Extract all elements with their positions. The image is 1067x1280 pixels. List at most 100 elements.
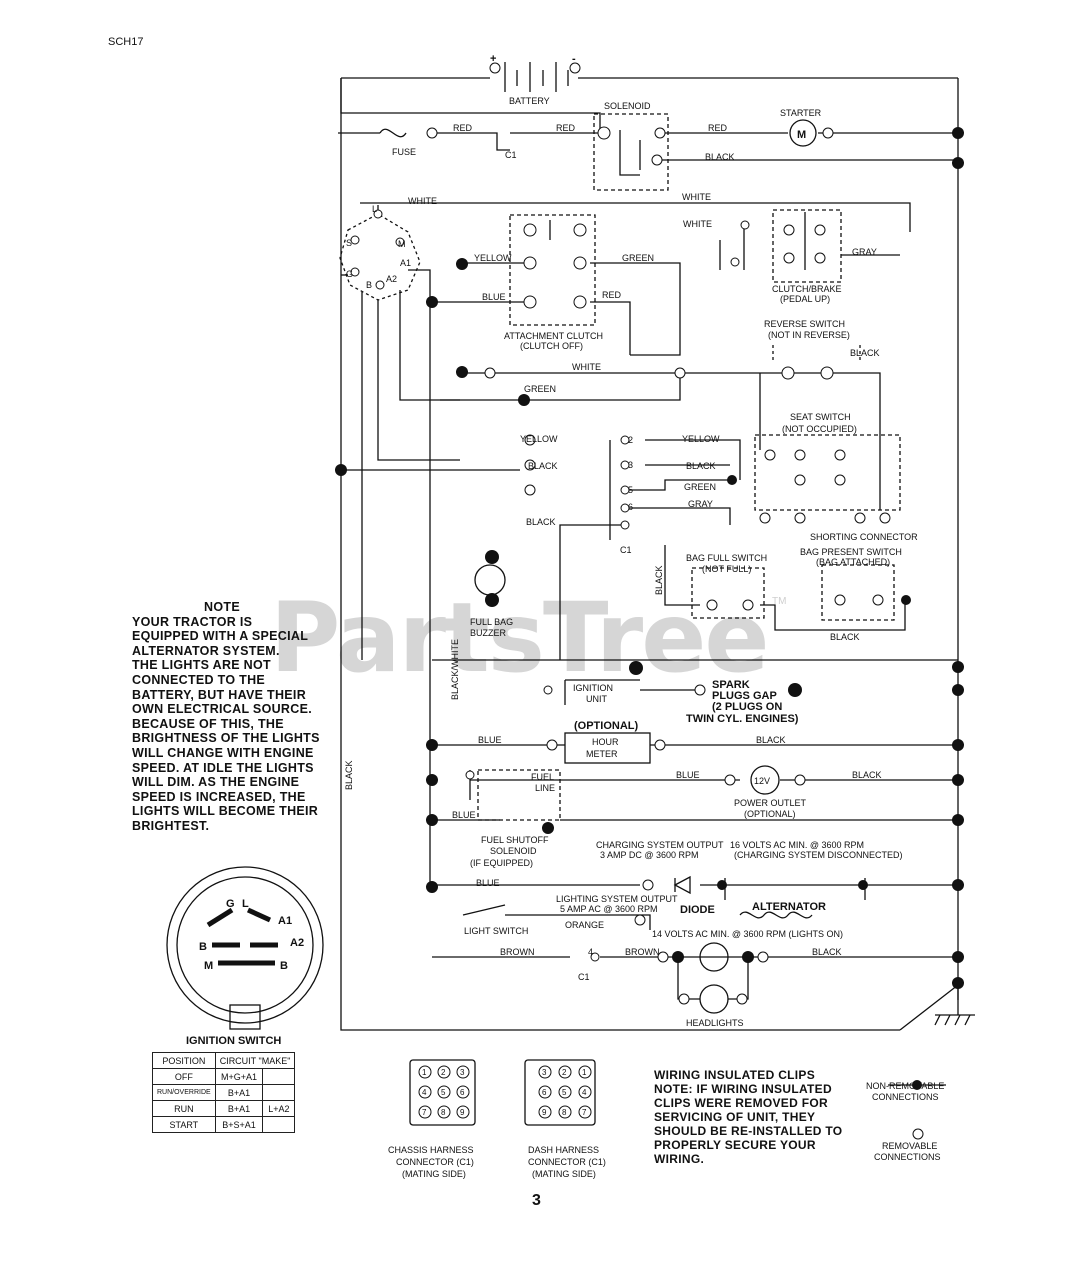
chassis-pin-2: 2 <box>441 1068 446 1077</box>
note-line: WILL CHANGE WITH ENGINE <box>132 745 314 760</box>
headlight-1 <box>699 942 729 972</box>
table-row: OFF M+G+A1 <box>152 1068 296 1085</box>
table-cell <box>262 1116 296 1133</box>
c1-pin-4: 4 <box>588 947 593 957</box>
lighting-output-label: LIGHTING SYSTEM OUTPUT <box>556 894 678 904</box>
table-header: POSITION <box>152 1052 216 1069</box>
wire-black-4: BLACK <box>686 461 716 471</box>
ignition-unit-sub-label: UNIT <box>586 694 607 704</box>
table-cell <box>262 1084 296 1101</box>
sixteen-volt-label-2: (CHARGING SYSTEM DISCONNECTED) <box>734 850 903 860</box>
charging-output-label-2: 3 AMP DC @ 3600 RPM <box>600 850 699 860</box>
fuse-label: FUSE <box>392 147 416 157</box>
table-cell: RUN/OVERRIDE <box>152 1084 216 1101</box>
removable-connections <box>350 62 924 1140</box>
note-line: THE LIGHTS ARE NOT <box>132 658 271 673</box>
starter-motor <box>789 119 817 147</box>
light-switch-symbol <box>462 904 506 916</box>
note-line: ALTERNATOR SYSTEM. <box>132 643 280 658</box>
fuel-shutoff-label: FUEL SHUTOFF <box>481 835 549 845</box>
shorting-connector-label: SHORTING CONNECTOR <box>810 532 918 542</box>
chassis-pin-9: 9 <box>460 1108 465 1117</box>
ign-face-b2: B <box>280 960 288 972</box>
bag-full-switch-sub-label: (NOT FULL) <box>702 564 751 574</box>
c1-label-top: C1 <box>505 150 517 160</box>
starter-label: STARTER <box>780 108 822 118</box>
wiring-note-line: PROPERLY SECURE YOUR <box>654 1138 816 1152</box>
seat-switch-box <box>754 434 901 511</box>
headlights-label: HEADLIGHTS <box>686 1018 744 1028</box>
chassis-pin-7: 7 <box>422 1108 427 1117</box>
table-row: RUN/OVERRIDE B+A1 <box>152 1084 296 1101</box>
note-line: OWN ELECTRICAL SOURCE. <box>132 702 312 717</box>
reverse-switch-sub-label: (NOT IN REVERSE) <box>768 330 850 340</box>
dash-pin-2: 2 <box>562 1068 567 1077</box>
optional-label: (OPTIONAL) <box>574 720 638 732</box>
spark-plugs-label-1: SPARK <box>712 679 750 691</box>
wire-blue-4: BLUE <box>452 810 476 820</box>
chassis-pin-1: 1 <box>422 1068 427 1077</box>
ignition-switch-title: IGNITION SWITCH <box>186 1035 281 1047</box>
fuse-symbol <box>379 128 407 138</box>
full-bag-buzzer-symbol <box>474 564 506 596</box>
ignition-unit-bracket <box>564 679 640 705</box>
attachment-clutch-box <box>509 214 596 326</box>
wire-black-5: BLACK <box>526 517 556 527</box>
c1-label-mid: C1 <box>620 545 632 555</box>
frame-left-wire <box>340 78 900 1031</box>
hour-meter-label: HOUR <box>592 737 619 747</box>
ign-terminal-g: G <box>346 269 353 279</box>
alternator-label: ALTERNATOR <box>752 901 826 913</box>
bag-present-switch-label: BAG PRESENT SWITCH <box>800 547 902 557</box>
wiring-note-line: WIRING. <box>654 1152 705 1166</box>
table-cell: B+A1 <box>214 1100 264 1117</box>
ign-terminal-a1: A1 <box>400 258 411 268</box>
clutch-brake-box <box>772 209 842 283</box>
bag-full-switch-label: BAG FULL SWITCH <box>686 553 767 563</box>
removable-label: REMOVABLE <box>882 1141 937 1151</box>
power-outlet-symbol-label: 12V <box>754 776 770 786</box>
c1-label-bottom: C1 <box>578 972 590 982</box>
ign-terminal-l: L <box>372 204 377 214</box>
wire-red-3: RED <box>708 123 728 133</box>
non-removable-label: NON-REMOVABLE <box>866 1081 944 1091</box>
wire-white-4: WHITE <box>572 362 601 372</box>
lighting-output-label-2: 5 AMP AC @ 3600 RPM <box>560 904 658 914</box>
full-bag-buzzer-label: FULL BAG <box>470 617 513 627</box>
dash-harness-label-2: CONNECTOR (C1) <box>528 1157 606 1167</box>
chassis-connector <box>409 1059 476 1126</box>
removable-label-2: CONNECTIONS <box>874 1152 941 1162</box>
seat-switch-label: SEAT SWITCH <box>790 412 851 422</box>
power-outlet-symbol <box>750 765 780 795</box>
diode-symbol <box>673 875 691 895</box>
wire-yellow-3: YELLOW <box>682 434 720 444</box>
wire-red-4: RED <box>602 290 622 300</box>
dash-connector <box>524 1059 596 1126</box>
wiring-note-line: NOTE: IF WIRING INSULATED <box>654 1082 832 1096</box>
wiring-clips-note: WIRING INSULATED CLIPS NOTE: IF WIRING I… <box>654 1068 842 1166</box>
wire-gray-2: GRAY <box>688 499 713 509</box>
page-number: 3 <box>532 1192 541 1209</box>
table-cell <box>262 1068 296 1085</box>
note-line: LIGHTS WILL BECOME THEIR <box>132 804 319 819</box>
ign-terminal-a2: A2 <box>386 274 397 284</box>
wire-white-2: WHITE <box>682 192 711 202</box>
non-removable-connections <box>335 127 964 1090</box>
chassis-pin-5: 5 <box>441 1088 446 1097</box>
chassis-pin-8: 8 <box>441 1108 446 1117</box>
fuel-line-sub-label: LINE <box>535 783 555 793</box>
note-line: EQUIPPED WITH A SPECIAL <box>132 629 309 644</box>
table-cell: M+G+A1 <box>214 1068 264 1085</box>
wire-white-3: WHITE <box>683 219 712 229</box>
ign-face-l: L <box>242 898 249 910</box>
wire-green-2: GREEN <box>524 384 556 394</box>
watermark-trademark: TM <box>772 596 787 607</box>
chassis-pin-3: 3 <box>460 1068 465 1077</box>
wire-red-2: RED <box>556 123 576 133</box>
dash-pin-1: 1 <box>582 1068 587 1077</box>
spark-plugs-label-2: PLUGS GAP <box>712 690 777 702</box>
ground-symbol <box>899 984 975 1031</box>
note-line: BRIGHTEST. <box>132 818 210 833</box>
wire-green-3: GREEN <box>684 482 716 492</box>
